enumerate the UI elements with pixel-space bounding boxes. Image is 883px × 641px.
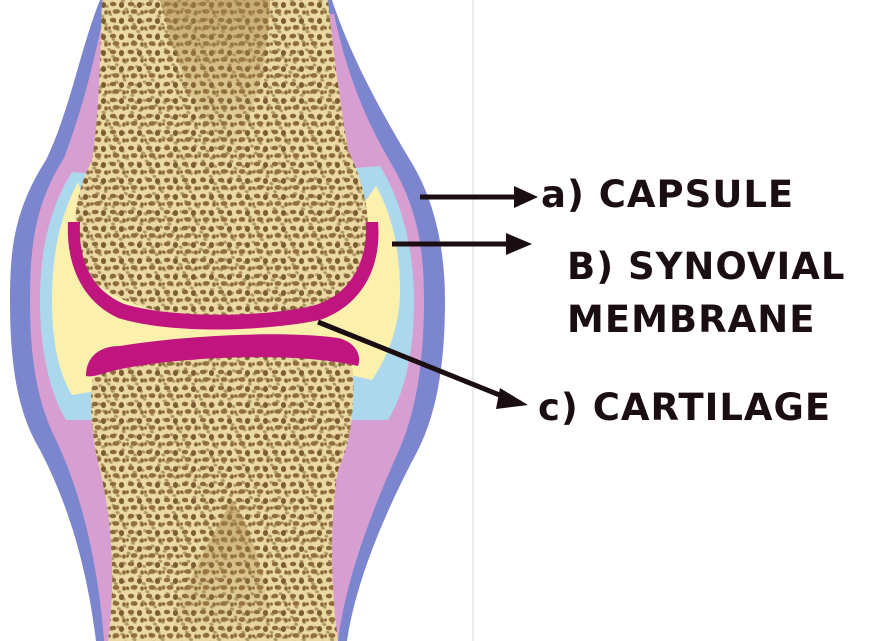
arrow-right-icon: [420, 186, 538, 208]
synovial-label-line1: B) SYNOVIAL: [567, 248, 845, 285]
capsule-label: a) CAPSULE: [541, 176, 794, 213]
synovial-label-line2: MEMBRANE: [567, 301, 815, 338]
cartilage-label: c) CARTILAGE: [538, 389, 831, 426]
